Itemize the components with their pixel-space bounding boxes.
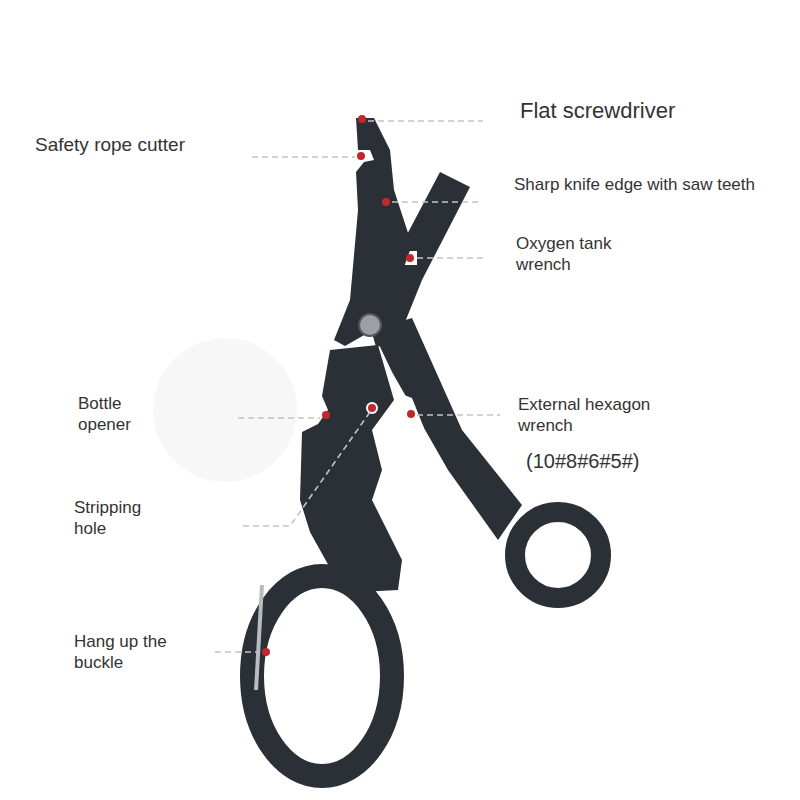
callout-label: Flat screwdriver [520, 97, 780, 125]
callout-dot [406, 254, 414, 262]
pivot-screw [359, 314, 381, 336]
callout-label: Hang up the buckle [74, 631, 204, 674]
callout-label: External hexagon wrench [518, 394, 693, 437]
callout-label: Sharp knife edge with saw teeth [514, 174, 776, 195]
leader-lines [215, 121, 500, 652]
hexagon-wrench-slot [394, 392, 424, 436]
right-handle [372, 318, 522, 540]
left-handle [300, 345, 402, 592]
callout-dot [262, 648, 270, 656]
background-glow [153, 338, 297, 482]
callout-dot [407, 410, 415, 418]
callout-dot [358, 115, 366, 123]
callout-dot [357, 152, 365, 160]
callout-dot [368, 404, 376, 412]
leader-line [392, 201, 480, 203]
callout-label: Oxygen tank wrench [516, 233, 656, 276]
callout-dot [382, 198, 390, 206]
callout-label: Safety rope cutter [35, 133, 245, 157]
leader-line [215, 651, 260, 653]
callout-dot [322, 411, 330, 419]
callout-label: Bottle opener [78, 393, 178, 436]
buckle-gate [256, 585, 262, 690]
buckle-loop [252, 576, 392, 776]
leader-line [368, 120, 483, 122]
callout-dots [262, 115, 415, 656]
right-finger-ring [515, 512, 601, 598]
stripping-hole [366, 402, 378, 414]
left-blade [334, 118, 412, 346]
callout-label: (10#8#6#5#) [526, 449, 726, 474]
leader-line [417, 257, 483, 259]
leader-line [252, 156, 355, 158]
leader-line [417, 414, 500, 416]
leader-line [238, 417, 320, 419]
callout-label: Stripping hole [74, 497, 174, 540]
leader-line [243, 412, 370, 526]
